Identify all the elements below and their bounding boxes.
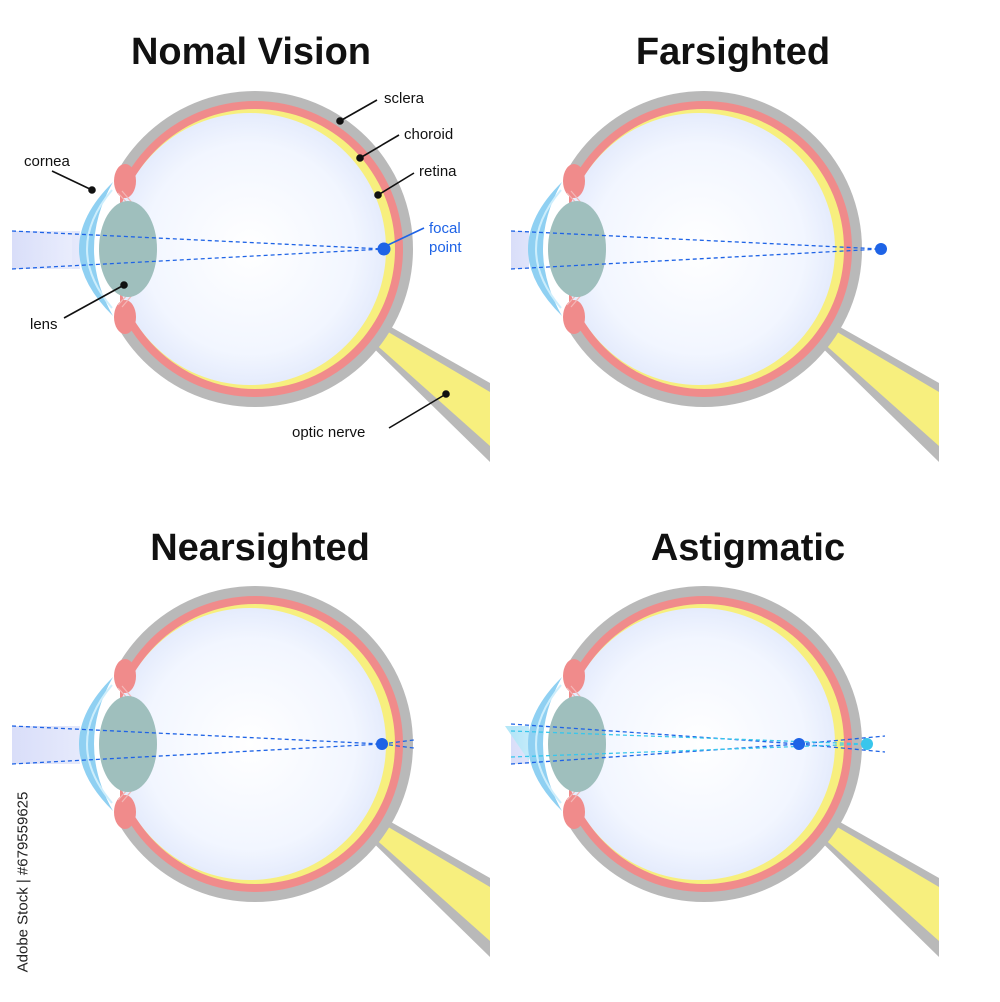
label-cornea: cornea (24, 153, 71, 170)
eye-cross-section (78, 90, 491, 463)
panel-title-normal-vision: Nomal Vision (131, 31, 371, 73)
panel-title-nearsighted: Nearsighted (150, 527, 370, 569)
panel-nearsighted: Nearsighted (11, 527, 491, 958)
panel-farsighted: Farsighted (510, 31, 940, 463)
panel-normal-vision: Nomal Vision sclera choroid retina corne… (11, 31, 491, 463)
focal-point-dot (793, 738, 805, 750)
panel-title-astigmatic: Astigmatic (651, 527, 845, 569)
focal-point-dot (376, 738, 388, 750)
stock-id-watermark: Adobe Stock | #679559625 (14, 791, 32, 973)
light-rays (510, 230, 882, 270)
light-rays (11, 230, 385, 270)
label-leaders (51, 99, 450, 429)
label-optic-nerve: optic nerve (292, 424, 365, 441)
focal-point-leader (387, 227, 425, 246)
eye-cross-section (527, 585, 940, 958)
label-sclera: sclera (384, 90, 425, 107)
focal-point-dot-secondary (861, 738, 873, 750)
label-focal-point-line2: point (429, 239, 462, 256)
eye-cross-section (527, 90, 940, 463)
focal-point-dot (377, 242, 391, 256)
label-focal-point-line1: focal (429, 220, 461, 237)
label-retina: retina (419, 163, 457, 180)
light-rays (11, 725, 415, 765)
light-rays-secondary (510, 730, 868, 758)
panel-title-farsighted: Farsighted (636, 31, 830, 73)
focal-point-dot (875, 243, 887, 255)
label-lens: lens (30, 316, 58, 333)
eye-cross-section (78, 585, 491, 958)
label-choroid: choroid (404, 126, 453, 143)
panel-astigmatic: Astigmatic (505, 527, 940, 958)
